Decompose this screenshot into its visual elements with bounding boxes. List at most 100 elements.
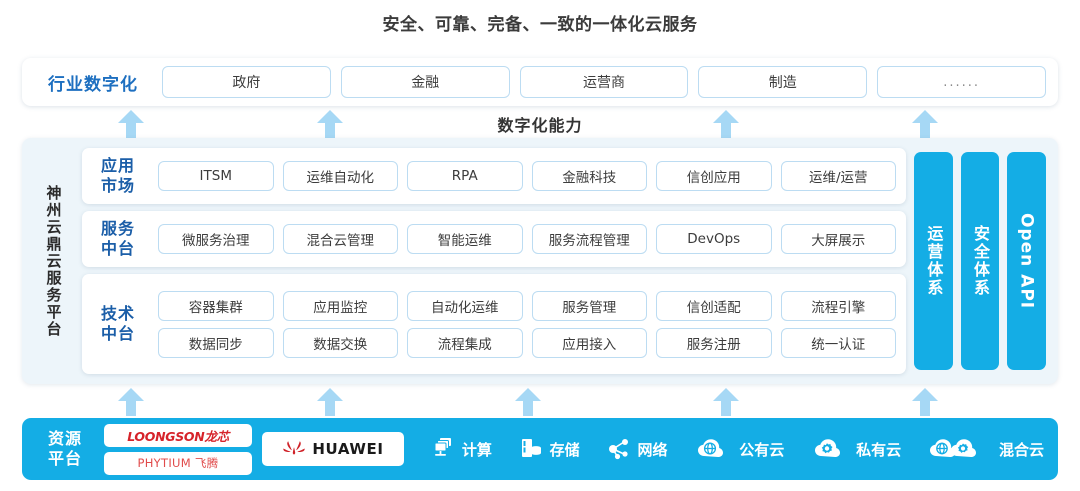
resource-item-label: 私有云	[856, 440, 902, 459]
chip-row: ITSM 运维自动化 RPA 金融科技 信创应用 运维/运营	[158, 161, 896, 191]
chip-hybrid-cloud-management[interactable]: 混合云管理	[282, 224, 398, 254]
resource-platform-label: 资源 平台	[36, 429, 94, 469]
up-arrow-icon	[713, 110, 739, 138]
industry-item-government[interactable]: 政府	[162, 66, 331, 98]
industry-digitalization-row: 行业数字化 政府 金融 运营商 制造 ......	[22, 58, 1058, 106]
band-label-line2: 中台	[100, 239, 135, 258]
chip-intelligent-ops[interactable]: 智能运维	[407, 224, 523, 254]
resource-platform-bar: 资源 平台 LOONGSON龙芯 PHYTIUM 飞腾 HUAWEI	[22, 418, 1058, 480]
chip-ops-operations[interactable]: 运维/运营	[780, 161, 896, 191]
chip-application-monitoring[interactable]: 应用监控	[282, 290, 398, 321]
up-arrow-icon	[912, 388, 938, 416]
chip-fintech[interactable]: 金融科技	[531, 161, 647, 191]
chip-service-management[interactable]: 服务管理	[531, 290, 647, 321]
resource-item-hybrid-cloud[interactable]: 混合云	[927, 436, 1044, 462]
platform-band-stack: 应用 市场 ITSM 运维自动化 RPA 金融科技 信创应用 运维/运营 服务 …	[82, 148, 906, 374]
band-body-technical-middle-platform: 容器集群 应用监控 自动化运维 服务管理 信创适配 流程引擎 数据同步 数据交换…	[158, 290, 896, 358]
band-service-middle-platform: 服务 中台 微服务治理 混合云管理 智能运维 服务流程管理 DevOps 大屏展…	[82, 211, 906, 267]
up-arrow-icon	[912, 110, 938, 138]
huawei-flower-icon	[283, 441, 306, 455]
phytium-logo[interactable]: PHYTIUM 飞腾	[104, 451, 252, 475]
up-arrow-icon	[118, 110, 144, 138]
resource-item-storage[interactable]: 存储	[518, 436, 580, 462]
industry-row-label: 行业数字化	[48, 74, 138, 95]
chip-ops-automation[interactable]: 运维自动化	[282, 161, 398, 191]
resource-item-compute[interactable]: 计算	[430, 436, 492, 462]
up-arrow-icon	[317, 388, 343, 416]
public-cloud-icon	[698, 439, 724, 457]
bottom-arrow-band	[0, 386, 1080, 418]
page-title: 安全、可靠、完备、一致的一体化云服务	[382, 15, 698, 35]
resource-item-private-cloud[interactable]: 私有云	[810, 436, 901, 462]
chip-process-integration[interactable]: 流程集成	[407, 327, 523, 358]
industry-item-finance[interactable]: 金融	[340, 66, 510, 98]
chip-devops[interactable]: DevOps	[656, 224, 772, 254]
resource-item-label: 存储	[549, 440, 580, 459]
chip-itsm[interactable]: ITSM	[158, 161, 274, 191]
chip-process-engine[interactable]: 流程引擎	[780, 290, 896, 321]
chip-row: 微服务治理 混合云管理 智能运维 服务流程管理 DevOps 大屏展示	[158, 224, 896, 254]
band-label-application-market: 应用 市场	[86, 156, 150, 196]
band-technical-middle-platform: 技术 中台 容器集群 应用监控 自动化运维 服务管理 信创适配 流程引擎 数据同…	[82, 274, 906, 374]
vertical-bar-open-api[interactable]: Open API	[1007, 152, 1047, 370]
chip-service-registry[interactable]: 服务注册	[656, 327, 772, 358]
band-body-application-market: ITSM 运维自动化 RPA 金融科技 信创应用 运维/运营	[158, 161, 896, 191]
band-label-line2: 中台	[100, 324, 135, 343]
band-body-service-middle-platform: 微服务治理 混合云管理 智能运维 服务流程管理 DevOps 大屏展示	[158, 224, 896, 254]
chip-vendor-logo-column: LOONGSON龙芯 PHYTIUM 飞腾	[104, 423, 252, 475]
up-arrow-icon	[713, 388, 739, 416]
band-label-line1: 技术	[100, 304, 135, 323]
platform-vertical-label: 神州云鼎云服务平台	[44, 184, 63, 338]
private-cloud-icon	[815, 439, 841, 457]
chip-rpa[interactable]: RPA	[407, 161, 523, 191]
industry-item-manufacturing[interactable]: 制造	[698, 66, 868, 98]
resource-item-public-cloud[interactable]: 公有云	[693, 436, 784, 462]
band-label-line1: 服务	[100, 219, 135, 238]
resource-item-network[interactable]: 网络	[605, 436, 667, 462]
chip-large-screen-display[interactable]: 大屏展示	[780, 224, 896, 254]
chip-data-sync[interactable]: 数据同步	[158, 327, 274, 358]
chip-automated-ops[interactable]: 自动化运维	[407, 290, 523, 321]
chip-container-cluster[interactable]: 容器集群	[158, 290, 274, 321]
band-application-market: 应用 市场 ITSM 运维自动化 RPA 金融科技 信创应用 运维/运营	[82, 148, 906, 204]
capability-label: 数字化能力	[497, 116, 583, 135]
chip-row: 数据同步 数据交换 流程集成 应用接入 服务注册 统一认证	[158, 327, 896, 358]
band-label-line2: 市场	[100, 176, 135, 195]
vertical-bar-group: 运营体系 安全体系 Open API	[914, 148, 1047, 374]
chip-row: 容器集群 应用监控 自动化运维 服务管理 信创适配 流程引擎	[158, 290, 896, 321]
resource-item-label: 公有云	[739, 440, 785, 459]
chip-service-process-management[interactable]: 服务流程管理	[531, 224, 647, 254]
vertical-bar-operations-system[interactable]: 运营体系	[914, 152, 953, 370]
phytium-logo-text: PHYTIUM 飞腾	[137, 456, 219, 470]
hybrid-cloud-icon	[929, 439, 976, 457]
top-arrow-band	[0, 108, 1080, 140]
industry-item-more[interactable]: ......	[877, 66, 1046, 98]
industry-item-telecom[interactable]: 运营商	[519, 66, 689, 98]
compute-icon	[434, 438, 451, 456]
resource-item-label: 混合云	[998, 440, 1044, 459]
huawei-logo-text: HUAWEI	[312, 440, 384, 458]
resource-item-label: 网络	[637, 440, 668, 459]
vertical-bar-security-system[interactable]: 安全体系	[960, 152, 1000, 370]
chip-xinchuang-adaptation[interactable]: 信创适配	[656, 290, 772, 321]
up-arrow-icon	[515, 388, 541, 416]
resource-label-line2: 平台	[47, 449, 82, 468]
chip-xinchuang-app[interactable]: 信创应用	[656, 161, 772, 191]
chip-microservice-governance[interactable]: 微服务治理	[158, 224, 274, 254]
band-label-line1: 应用	[100, 156, 135, 175]
loongson-logo[interactable]: LOONGSON龙芯	[104, 423, 252, 447]
cloud-service-platform-panel: 神州云鼎云服务平台 应用 市场 ITSM 运维自动化 RPA 金融科技 信创应用…	[22, 138, 1058, 384]
storage-icon	[521, 439, 541, 457]
chip-application-access[interactable]: 应用接入	[531, 327, 647, 358]
resource-label-line1: 资源	[47, 429, 82, 448]
up-arrow-icon	[317, 110, 343, 138]
loongson-logo-text: LOONGSON龙芯	[127, 428, 229, 444]
huawei-logo[interactable]: HUAWEI	[262, 432, 404, 466]
resource-item-label: 计算	[461, 440, 492, 459]
band-label-service-middle-platform: 服务 中台	[86, 219, 150, 259]
band-label-technical-middle-platform: 技术 中台	[86, 304, 150, 344]
chip-data-exchange[interactable]: 数据交换	[282, 327, 398, 358]
chip-unified-authentication[interactable]: 统一认证	[780, 327, 896, 358]
network-icon	[609, 439, 629, 460]
up-arrow-icon	[118, 388, 144, 416]
